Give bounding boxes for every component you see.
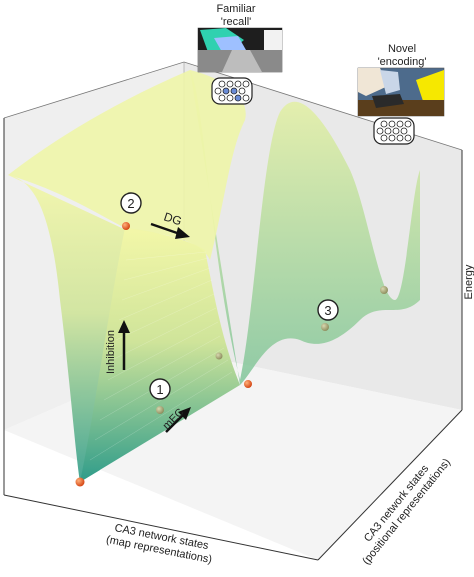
inhibition-arrow: Inhibition (105, 320, 130, 374)
surface-far-ridge (190, 70, 420, 385)
surface-mesh (89, 251, 233, 461)
ball-valley-center (244, 380, 252, 388)
marker-1-label: 1 (156, 382, 163, 397)
surface-front-sheet (80, 228, 240, 482)
familiar-panel: Familiar 'recall' (197, 3, 283, 105)
ball-top-left (122, 222, 130, 230)
novel-panel: Novel 'encoding' (357, 43, 445, 145)
novel-title: Novel (388, 43, 416, 55)
novel-subtitle: 'encoding' (378, 56, 427, 68)
ball-dim-4 (380, 286, 388, 294)
novel-network-icon (373, 117, 415, 145)
marker-3: 3 (317, 299, 339, 321)
familiar-scene-image (197, 27, 283, 73)
dg-arrow: DG (150, 210, 190, 239)
ball-dim-3 (321, 323, 329, 331)
marker-3-label: 3 (324, 303, 331, 318)
familiar-title: Familiar (216, 3, 255, 15)
dg-label: DG (162, 210, 183, 229)
energy-axis-label: Energy (463, 264, 474, 299)
surface-top-ridge (8, 70, 246, 260)
novel-scene-image (357, 67, 445, 117)
positional-axis-line (317, 409, 463, 561)
marker-2: 2 (120, 192, 142, 214)
ball-dim-2 (215, 352, 223, 360)
marker-2-label: 2 (127, 196, 134, 211)
inhibition-label: Inhibition (105, 330, 117, 374)
map-axis-line (3, 494, 319, 561)
state-balls (75, 222, 388, 487)
familiar-subtitle: 'recall' (221, 16, 252, 28)
marker-1: 1 (149, 378, 171, 400)
familiar-network-icon (211, 77, 253, 105)
ball-bottom-left (75, 477, 85, 487)
ball-dim-1 (156, 406, 164, 414)
energy-surface (8, 70, 420, 482)
